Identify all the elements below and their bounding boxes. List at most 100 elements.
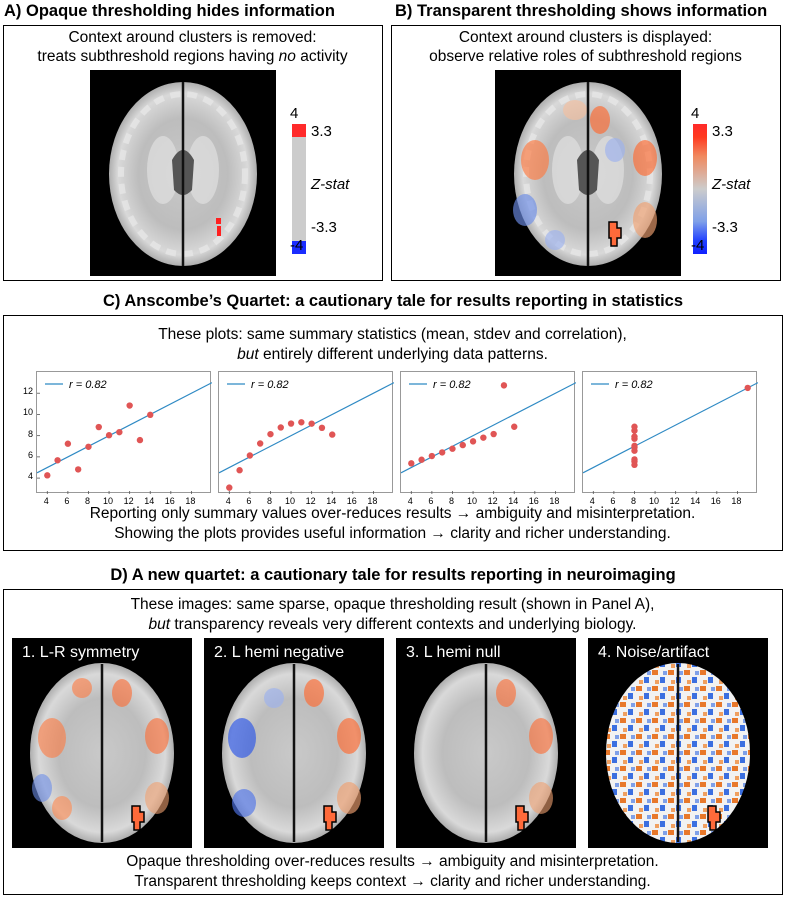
brain-image-transparent xyxy=(495,70,681,276)
x-tick-label: 6 xyxy=(428,496,434,506)
x-tick-label: 4 xyxy=(589,496,595,506)
panel-a-box: Context around clusters is removed: trea… xyxy=(3,25,383,281)
x-tick-label: 16 xyxy=(164,496,175,506)
data-point xyxy=(147,411,154,419)
data-point xyxy=(136,436,144,444)
panel-d-line2: but transparency reveals very different … xyxy=(148,616,637,633)
data-point xyxy=(246,452,254,459)
data-point xyxy=(469,438,477,445)
y-tick-label: 4 xyxy=(27,471,33,482)
panel-d-title: D) A new quartet: a cautionary tale for … xyxy=(110,566,676,584)
x-tick-label: 14 xyxy=(508,496,519,506)
data-point xyxy=(95,423,102,431)
x-tick-label: 12 xyxy=(123,496,134,506)
colorbar-a-top: 4 xyxy=(290,105,299,122)
colorbar-b-bottom: -4 xyxy=(691,237,705,254)
legend-label: r = 0.82 xyxy=(251,379,289,391)
data-point xyxy=(267,430,274,438)
data-point xyxy=(54,457,61,464)
data-point xyxy=(126,402,133,409)
quartet-label-3: 3. L hemi null xyxy=(406,644,501,661)
x-tick-label: 18 xyxy=(549,496,560,506)
quartet-label-2: 2. L hemi negative xyxy=(214,644,345,661)
x-tick-label: 6 xyxy=(610,496,616,506)
colorbar-b-upper: 3.3 xyxy=(712,123,733,140)
x-tick-label: 6 xyxy=(64,496,70,506)
anscombe-plot-1: r = 0.82 xyxy=(36,371,212,494)
quartet-label-1: 1. L-R symmetry xyxy=(22,644,140,661)
x-tick-label: 14 xyxy=(144,496,155,506)
panel-b-line2: observe relative roles of subthreshold r… xyxy=(429,48,742,65)
panel-b-line1: Context around clusters is displayed: xyxy=(458,29,713,46)
panel-c-title: C) Anscombe’s Quartet: a cautionary tale… xyxy=(102,292,684,310)
data-point xyxy=(236,467,243,474)
data-point xyxy=(490,430,497,438)
panel-c-line1: These plots: same summary statistics (me… xyxy=(158,326,627,343)
fit-line xyxy=(219,382,394,474)
opaque-cluster-1 xyxy=(216,218,221,224)
panel-d-line1: These images: same sparse, opaque thresh… xyxy=(130,596,655,613)
panel-b-box: Context around clusters is displayed: ob… xyxy=(391,25,781,281)
quartet-image-2: 2. L hemi negative xyxy=(204,638,384,848)
data-point xyxy=(631,433,638,440)
quartet-label-4: 4. Noise/artifact xyxy=(598,644,710,661)
panel-d-footer1: Opaque thresholding over-reduces results… xyxy=(126,853,659,870)
data-point xyxy=(438,449,446,456)
colorbar-b-lower: -3.3 xyxy=(712,219,738,236)
colorbar-transparent xyxy=(693,124,707,254)
fit-line xyxy=(37,382,212,474)
y-tick-label: 6 xyxy=(27,449,33,460)
x-tick-label: 8 xyxy=(266,496,272,506)
x-tick-label: 16 xyxy=(346,496,357,506)
anscombe-plot-svg-3: r = 0.82 xyxy=(401,379,576,494)
x-tick-label: 12 xyxy=(305,496,316,506)
data-point xyxy=(631,427,638,434)
colorbar-opaque xyxy=(292,124,306,254)
colorbar-b-label: Z-stat xyxy=(712,176,751,193)
data-point xyxy=(287,420,295,427)
x-tick-label: 16 xyxy=(710,496,721,506)
data-point xyxy=(500,382,508,389)
data-point xyxy=(277,424,284,431)
legend-label: r = 0.82 xyxy=(433,379,471,391)
brain-slice-drawing-b xyxy=(513,82,662,266)
panel-c-footer2: Showing the plots provides useful inform… xyxy=(114,525,671,542)
quartet-image-4: 4. Noise/artifact xyxy=(588,638,768,848)
data-point xyxy=(428,452,436,460)
data-point xyxy=(44,472,51,479)
panel-c-footer1: Reporting only summary values over-reduc… xyxy=(89,505,696,522)
x-tick-label: 8 xyxy=(84,496,90,506)
x-tick-label: 4 xyxy=(43,496,49,506)
opaque-cluster-2 xyxy=(217,226,221,236)
quartet-image-1: 1. L-R symmetry xyxy=(12,638,192,848)
x-tick-label: 4 xyxy=(407,496,413,506)
panel-a-title: A) Opaque thresholding hides information xyxy=(4,2,335,20)
x-tick-label: 8 xyxy=(448,496,454,506)
data-point xyxy=(74,466,82,473)
data-point xyxy=(511,423,518,430)
panel-c-line2: but entirely different underlying data p… xyxy=(237,346,548,363)
y-tick-label: 10 xyxy=(22,407,33,418)
anscombe-plot-3: r = 0.82 xyxy=(400,371,576,494)
x-tick-label: 12 xyxy=(669,496,680,506)
x-tick-label: 14 xyxy=(690,496,701,506)
anscombe-plot-2: r = 0.82 xyxy=(218,371,394,494)
y-tick-label: 8 xyxy=(27,428,33,439)
data-point xyxy=(318,424,326,432)
panel-d-footer2: Transparent thresholding keeps context →… xyxy=(134,873,651,890)
data-point xyxy=(459,441,466,449)
x-tick-label: 10 xyxy=(285,496,296,506)
x-tick-label: 6 xyxy=(246,496,252,506)
data-point xyxy=(449,445,456,452)
panel-a-line1: Context around clusters is removed: xyxy=(68,29,317,46)
panel-b-title: B) Transparent thresholding shows inform… xyxy=(395,2,768,20)
legend-label: r = 0.82 xyxy=(69,379,107,391)
data-point xyxy=(418,456,425,463)
x-tick-label: 10 xyxy=(649,496,660,506)
fit-line xyxy=(583,382,758,474)
x-tick-label: 18 xyxy=(731,496,742,506)
x-tick-label: 14 xyxy=(326,496,337,506)
data-point xyxy=(105,432,113,439)
x-tick-label: 16 xyxy=(528,496,539,506)
x-tick-label: 18 xyxy=(185,496,196,506)
